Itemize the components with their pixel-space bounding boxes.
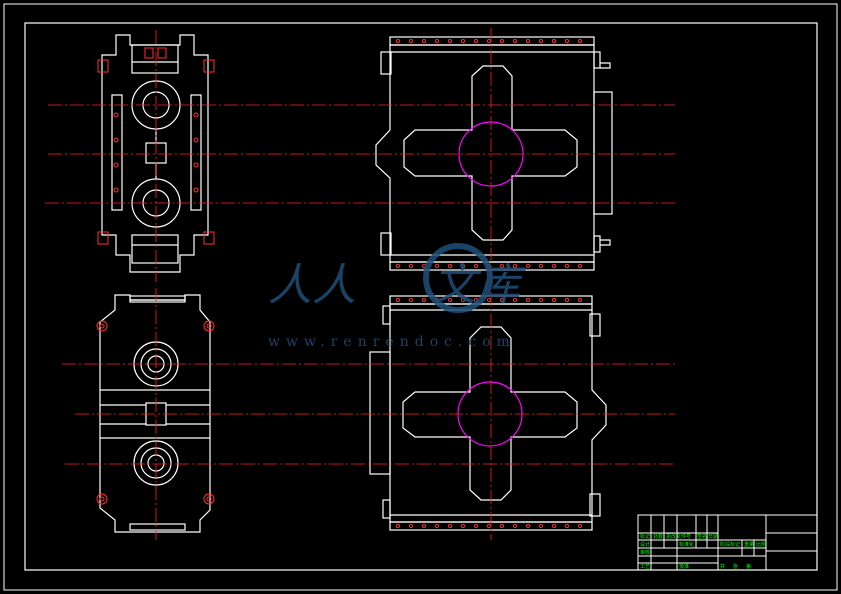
bolt-hole — [408, 263, 414, 269]
bolt-hole — [460, 297, 466, 303]
tb-stage: 阶段标记 — [720, 541, 740, 548]
title-block-labels: 标记 处数 更改文件号 签名 日期 设计 标准化 审核 工艺 批准 阶段标记 重… — [640, 533, 766, 570]
tb-design: 设计 — [640, 541, 650, 548]
bolt-hole — [473, 38, 479, 44]
tb-total: 共 — [720, 563, 725, 570]
tb-change-doc: 更改文件号 — [666, 533, 691, 540]
bolt-hole — [564, 38, 570, 44]
bolt-hole — [512, 38, 518, 44]
watermark-logo-ring — [423, 243, 493, 313]
bolt-hole — [447, 38, 453, 44]
bolt-hole — [408, 38, 414, 44]
bolt-hole — [421, 523, 427, 529]
bolt-hole — [525, 263, 531, 269]
bolt-hole — [551, 523, 557, 529]
bolt-hole — [460, 523, 466, 529]
bolt-hole — [525, 297, 531, 303]
tb-process: 工艺 — [640, 564, 650, 570]
bolt-hole — [499, 38, 505, 44]
right-top-view — [375, 36, 613, 271]
bolt-hole — [538, 523, 544, 529]
bolt-hole — [395, 523, 401, 529]
title-block — [637, 514, 818, 571]
bolt-hole — [551, 297, 557, 303]
bolt-hole — [577, 523, 583, 529]
bolt-hole — [564, 523, 570, 529]
bolt-hole — [408, 297, 414, 303]
right-bottom-bolt-rows — [395, 297, 583, 529]
bolt-hole — [577, 297, 583, 303]
right-top-bolt-rows — [395, 38, 583, 269]
bolt-hole — [512, 263, 518, 269]
bolt-hole — [499, 263, 505, 269]
bolt-hole — [499, 297, 505, 303]
bolt-hole — [408, 523, 414, 529]
bolt-hole — [395, 38, 401, 44]
watermark-url: www.renrendoc.com — [268, 334, 516, 350]
bolt-hole — [460, 38, 466, 44]
watermark-logo-left: 人人 — [268, 260, 356, 311]
tb-weight: 重量 — [744, 541, 754, 548]
tb-number: 第 — [746, 563, 751, 570]
bolt-hole — [421, 38, 427, 44]
bolt-hole — [460, 263, 466, 269]
bolt-hole — [434, 38, 440, 44]
tb-review: 审核 — [640, 549, 650, 556]
watermark: 人人 文库 www.renrendoc.com — [268, 243, 527, 350]
tb-sign: 签名 — [697, 533, 707, 540]
tb-mark: 标记 — [640, 533, 650, 540]
bolt-hole — [447, 263, 453, 269]
bolt-hole — [551, 263, 557, 269]
bolt-hole — [577, 38, 583, 44]
bolt-hole — [564, 263, 570, 269]
tb-scale: 比例 — [756, 541, 766, 548]
tb-approve: 批准 — [679, 563, 689, 570]
bolt-hole — [395, 297, 401, 303]
bolt-hole — [395, 263, 401, 269]
centerlines — [45, 28, 675, 540]
tb-sheets: 张 — [733, 563, 738, 570]
watermark-logo-right: 文库 — [432, 260, 527, 311]
bolt-hole — [512, 297, 518, 303]
bolt-hole — [538, 297, 544, 303]
outer-frame — [3, 3, 838, 591]
bolt-hole — [447, 297, 453, 303]
bolt-hole — [512, 523, 518, 529]
bolt-hole — [473, 263, 479, 269]
left-top-bolts — [97, 47, 215, 245]
tb-count: 处数 — [653, 533, 663, 540]
bolt-hole — [473, 523, 479, 529]
tb-date: 日期 — [708, 534, 718, 540]
left-bottom-bolts — [96, 320, 215, 505]
bolt-hole — [499, 523, 505, 529]
bolt-hole — [447, 523, 453, 529]
tb-standard: 标准化 — [679, 541, 694, 548]
bolt-hole — [434, 523, 440, 529]
bolt-hole — [577, 263, 583, 269]
bolt-hole — [551, 38, 557, 44]
bolt-hole — [421, 297, 427, 303]
bolt-hole — [434, 263, 440, 269]
bolt-hole — [538, 263, 544, 269]
bolt-hole — [525, 523, 531, 529]
bolt-hole — [538, 38, 544, 44]
inner-frame — [24, 22, 818, 571]
bolt-hole — [564, 297, 570, 303]
bolt-hole — [525, 38, 531, 44]
